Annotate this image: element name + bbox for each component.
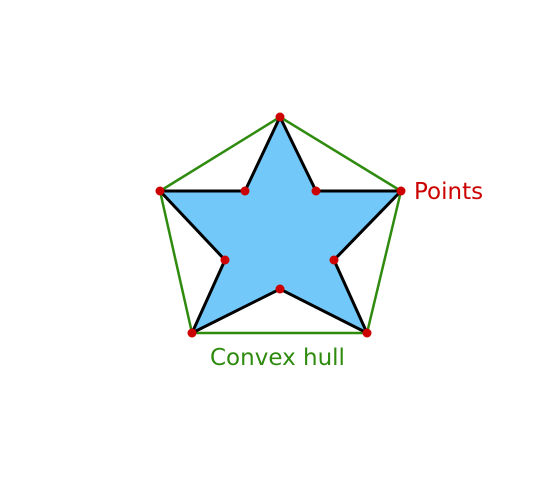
point <box>240 186 250 196</box>
point <box>155 186 165 196</box>
star-polygon <box>156 113 405 337</box>
point <box>275 284 285 294</box>
convex-hull-pentagon <box>158 115 403 335</box>
point <box>329 255 339 265</box>
point <box>275 112 285 122</box>
points-group <box>155 112 406 338</box>
point <box>220 255 230 265</box>
point <box>311 186 321 196</box>
point <box>187 328 197 338</box>
point <box>396 186 406 196</box>
points-label: Points <box>414 179 483 205</box>
convex-hull-label: Convex hull <box>210 345 345 371</box>
point <box>362 328 372 338</box>
